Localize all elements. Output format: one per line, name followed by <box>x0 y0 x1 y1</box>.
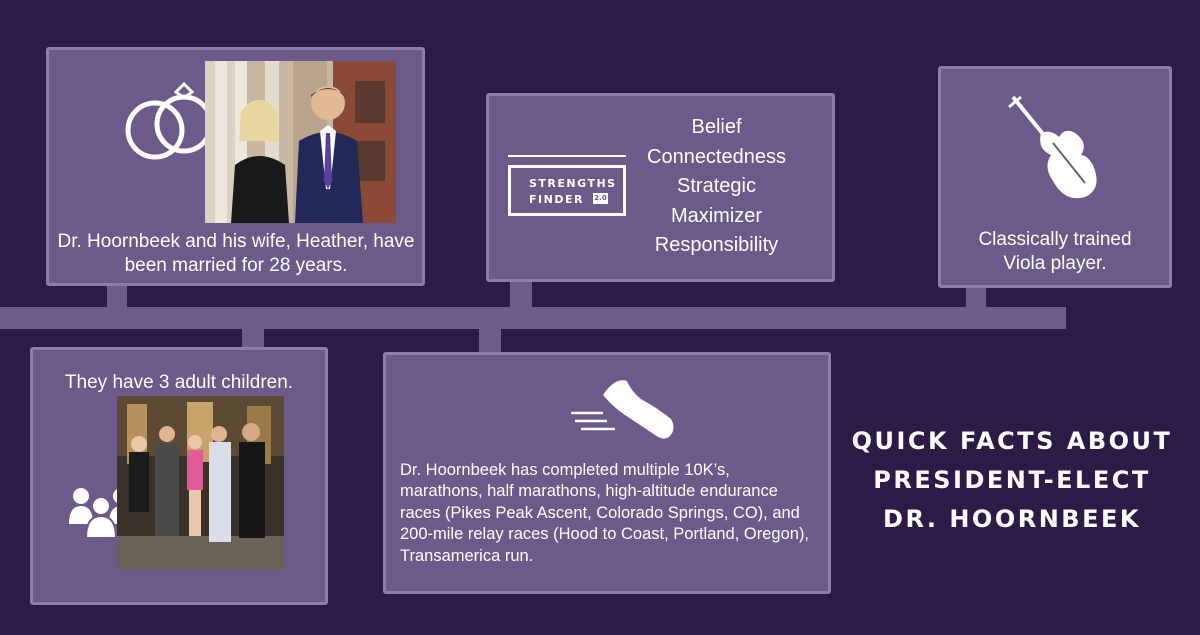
marriage-card: Dr. Hoornbeek and his wife, Heather, hav… <box>46 47 425 286</box>
page-title: QUICK FACTS ABOUT PRESIDENT-ELECT DR. HO… <box>836 422 1188 539</box>
marriage-text: Dr. Hoornbeek and his wife, Heather, hav… <box>57 231 415 276</box>
strengths-logo-line1: STRENGTHS <box>529 177 617 190</box>
family-icon <box>69 488 133 538</box>
running-shoe-icon <box>571 380 674 439</box>
strengths-logo-line2: FINDER <box>529 193 584 206</box>
strength-item: Maximizer <box>670 204 763 227</box>
children-card: They have 3 adult children. <box>30 347 328 605</box>
title-line-1: QUICK FACTS ABOUT <box>851 427 1173 455</box>
strengths-logo-badge: 2.0 <box>593 193 608 204</box>
title-line-3: DR. HOORNBEEK <box>883 505 1141 533</box>
title-line-2: PRESIDENT-ELECT <box>873 466 1151 494</box>
running-text: Dr. Hoornbeek has completed multiple 10K… <box>400 461 810 565</box>
viola-text: Classically trained Viola player. <box>978 229 1132 274</box>
connector-marriage <box>107 283 127 309</box>
connector-viola <box>966 285 986 309</box>
strengths-logo-rule <box>508 155 626 157</box>
connector-strengths <box>510 279 532 309</box>
strengths-card <box>486 93 835 282</box>
strengths-finder-logo: STRENGTHS FINDER 2.0 <box>508 165 626 216</box>
children-text: They have 3 adult children. <box>64 372 294 393</box>
strength-item: Strategic <box>677 175 756 197</box>
timeline-bar <box>0 307 1066 329</box>
running-card: Dr. Hoornbeek has completed multiple 10K… <box>383 352 831 594</box>
strength-item: Connectedness <box>647 145 786 168</box>
strength-item: Responsibility <box>654 234 779 256</box>
connector-running <box>479 327 501 354</box>
family-photo <box>117 396 284 570</box>
strengths-list: Belief Connectedness Strategic Maximizer… <box>634 113 799 261</box>
viola-card: Classically trained Viola player. <box>938 66 1172 288</box>
couple-photo <box>205 61 396 223</box>
connector-children <box>242 327 264 349</box>
violin-icon <box>1008 95 1097 199</box>
strength-item: Belief <box>691 116 742 138</box>
